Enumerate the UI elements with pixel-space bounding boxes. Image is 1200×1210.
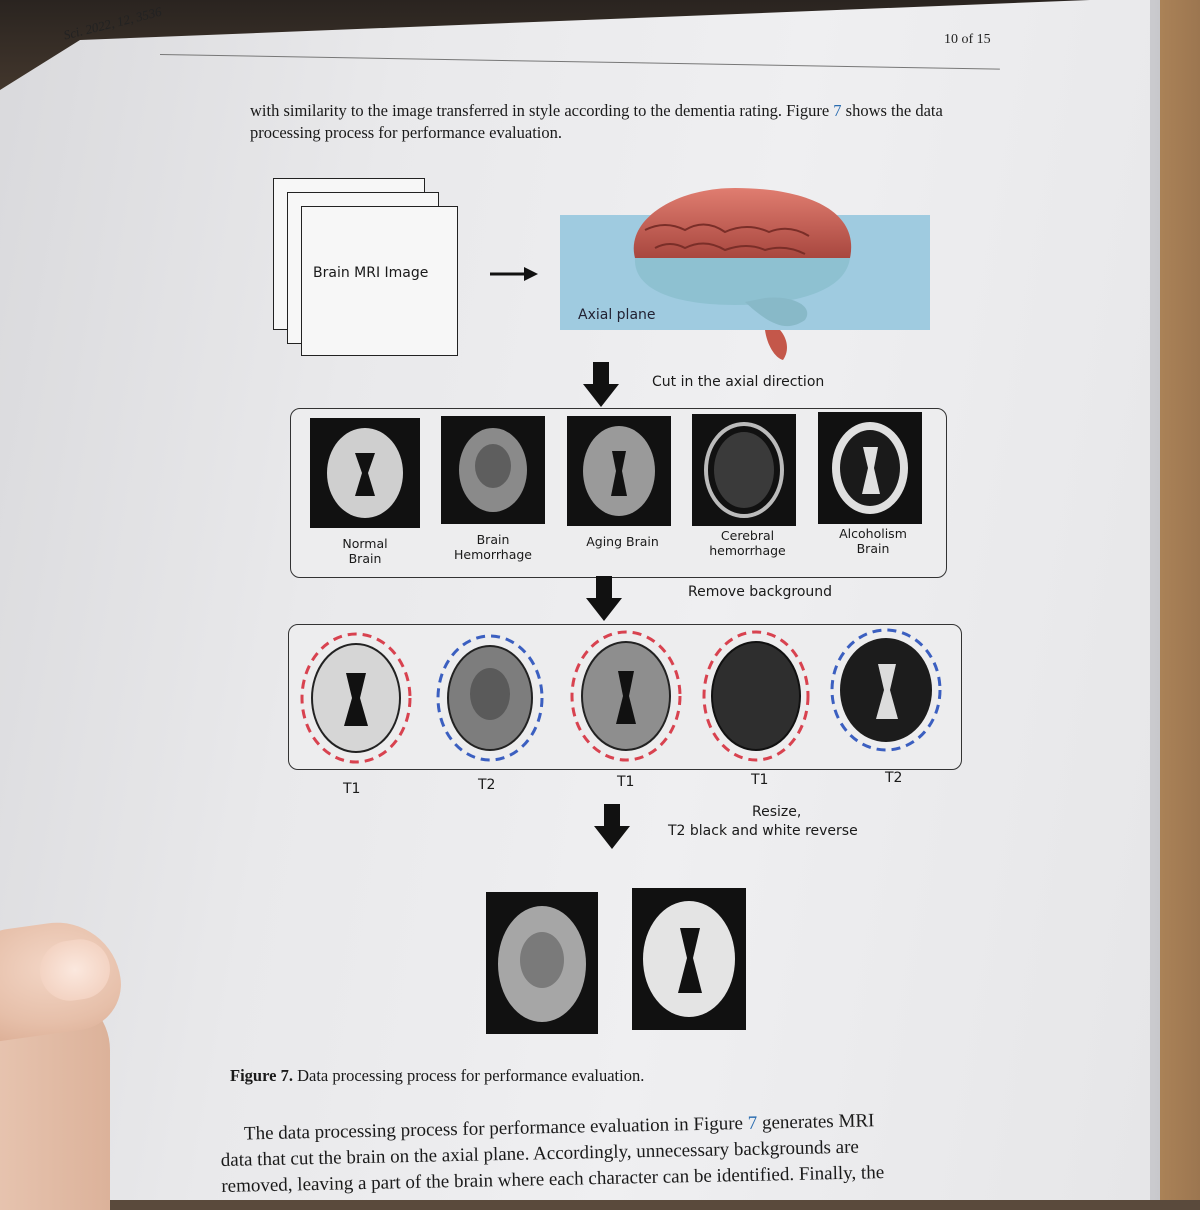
category-4-line2: hemorrhage [709, 543, 786, 558]
step-cut-label: Cut in the axial direction [652, 374, 825, 390]
input-label: Brain MRI Image [313, 265, 429, 281]
category-1-line1: Normal [342, 536, 388, 551]
figure-ref-link[interactable]: 7 [833, 101, 842, 120]
down-arrow-icon [583, 362, 619, 407]
category-3-line1: Aging Brain [586, 534, 659, 549]
category-4-line1: Cerebral [720, 528, 775, 543]
masked-slice-4 [702, 630, 810, 762]
type-label-4: T1 [751, 772, 769, 788]
type-label-1: T1 [343, 781, 361, 797]
masked-slice-2 [436, 634, 544, 762]
type-label-5: T2 [885, 770, 903, 786]
page-number: 10 of 15 [944, 32, 991, 47]
step-resize-label-1: Resize, [752, 804, 802, 820]
type-label-3: T1 [617, 774, 635, 790]
category-2-line2: Hemorrhage [454, 547, 532, 562]
category-label-3: Aging Brain [575, 534, 670, 549]
caption-text: Data processing process for performance … [292, 1066, 645, 1085]
body-line-1-after: generates MRI [757, 1110, 875, 1134]
mri-aging-brain [567, 416, 671, 526]
final-image-t1 [486, 892, 598, 1034]
brain-illustration [633, 188, 852, 360]
category-5-line2: Brain [856, 541, 890, 556]
intro-text-after: shows the data processing process for pe… [250, 101, 943, 142]
mri-cerebral-hemorrhage [692, 414, 796, 526]
masked-slice-3 [570, 630, 682, 762]
plane-label: Axial plane [578, 307, 656, 323]
intro-text-before: with similarity to the image transferred… [250, 101, 834, 120]
category-5-line1: Alcoholism [839, 526, 907, 541]
step-remove-label: Remove background [688, 584, 833, 600]
final-image-t2-reversed [632, 888, 746, 1030]
down-arrow-icon [586, 576, 622, 621]
caption-label: Figure 7. [230, 1066, 293, 1085]
mri-normal-brain [310, 418, 420, 528]
type-label-2: T2 [478, 777, 496, 793]
mri-brain-hemorrhage [441, 416, 545, 524]
step-resize-label-2: T2 black and white reverse [668, 823, 858, 839]
category-1-line2: Brain [348, 551, 382, 566]
figure-caption: Figure 7. Data processing process for pe… [230, 1066, 644, 1086]
masked-slice-5 [830, 628, 942, 752]
right-arrow-icon [490, 267, 538, 281]
down-arrow-icon [594, 804, 630, 849]
masked-slice-1 [300, 632, 412, 764]
intro-paragraph: with similarity to the image transferred… [250, 100, 1000, 144]
mri-alcoholism-brain [818, 412, 922, 524]
category-2-line1: Brain [476, 532, 510, 547]
figure-ref-link-body[interactable]: 7 [747, 1112, 758, 1134]
mri-stack-card-front [301, 206, 458, 356]
